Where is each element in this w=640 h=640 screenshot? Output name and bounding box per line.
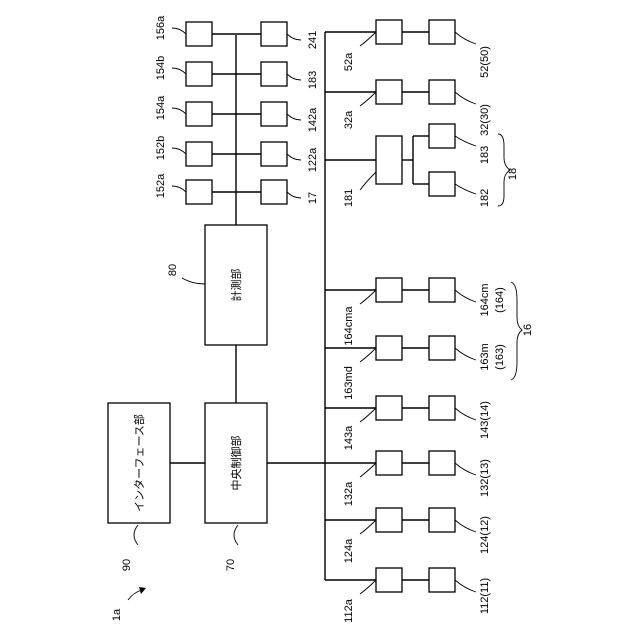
end-box-182: [429, 172, 455, 196]
label-154a: 154a: [155, 95, 167, 120]
label-80: 80: [167, 264, 179, 276]
measure-box-156a: [186, 22, 212, 46]
interface-unit-label: インターフェース部: [132, 414, 146, 512]
chain-box-52a: [376, 20, 402, 44]
label-32a: 32a: [343, 110, 355, 129]
chain-connectors: [402, 32, 429, 580]
label-156a: 156a: [155, 15, 167, 40]
end-box-164cm: [429, 278, 455, 302]
label-112-11: 112(11): [479, 578, 491, 614]
measure-boxes-right: [261, 22, 287, 204]
label-163: (163): [494, 344, 506, 370]
end-box-163m: [429, 336, 455, 360]
end-box-132: [429, 451, 455, 475]
measure-box-154a: [186, 102, 212, 126]
measure-box-17: [261, 180, 287, 204]
measure-box-152a: [186, 180, 212, 204]
central-control-unit-label: 中央制御部: [229, 436, 243, 491]
label-52-50: 52(50): [479, 46, 491, 78]
label-90: 90: [121, 559, 133, 571]
label-241: 241: [307, 31, 319, 49]
label-183: 183: [479, 146, 491, 164]
label-132a: 132a: [343, 481, 355, 506]
arrow-1a-head: [139, 587, 146, 594]
end-box-143: [429, 396, 455, 420]
measure-box-154b: [186, 62, 212, 86]
leader-90: [134, 525, 138, 545]
chain-box-124a: [376, 508, 402, 532]
label-163md: 163md: [343, 366, 355, 400]
chain-box-164cma: [376, 278, 402, 302]
end-box-183: [429, 124, 455, 148]
chain-box-163md: [376, 336, 402, 360]
end-box-32: [429, 80, 455, 104]
control-chain-boxes: [376, 20, 402, 592]
label-52a: 52a: [343, 52, 355, 71]
label-164cma: 164cma: [343, 306, 355, 346]
label-1a: 1a: [111, 608, 123, 621]
label-183-top: 183: [307, 71, 319, 89]
label-112a: 112a: [343, 598, 355, 623]
label-152b: 152b: [155, 136, 167, 160]
measure-box-183: [261, 62, 287, 86]
label-122a: 122a: [307, 147, 319, 172]
end-box-52: [429, 20, 455, 44]
leader-70: [234, 525, 238, 545]
measure-box-122a: [261, 142, 287, 166]
label-142a: 142a: [307, 107, 319, 132]
measure-box-152b: [186, 142, 212, 166]
label-181: 181: [343, 189, 355, 207]
chain-box-132a: [376, 451, 402, 475]
leader-80: [182, 278, 205, 284]
label-32-30: 32(30): [479, 104, 491, 136]
label-132-13: 132(13): [479, 459, 491, 497]
end-box-124: [429, 508, 455, 532]
measure-box-142a: [261, 102, 287, 126]
label-152a: 152a: [155, 173, 167, 198]
label-group-18: 18: [507, 168, 519, 180]
label-group-16: 16: [522, 324, 534, 336]
chain-box-181: [376, 136, 402, 184]
label-143-14: 143(14): [479, 401, 491, 439]
control-end-boxes: [429, 20, 455, 592]
measure-boxes-left: [186, 22, 212, 204]
label-163m: 163m: [479, 343, 491, 371]
chain-box-112a: [376, 568, 402, 592]
chain-box-143a: [376, 396, 402, 420]
measurement-unit-label: 計測部: [229, 269, 243, 302]
group-16-brace: [511, 282, 522, 380]
label-154b: 154b: [155, 56, 167, 80]
end-leaders: [455, 32, 476, 592]
label-124-12: 124(12): [479, 516, 491, 554]
label-70: 70: [225, 559, 237, 571]
label-143a: 143a: [343, 425, 355, 450]
label-17: 17: [307, 192, 319, 204]
label-124a: 124a: [343, 538, 355, 563]
end-box-112: [429, 568, 455, 592]
label-164: (164): [494, 287, 506, 313]
label-164cm: 164cm: [479, 283, 491, 316]
arrow-1a-shaft: [128, 590, 142, 600]
chain-box-32a: [376, 80, 402, 104]
measure-box-241: [261, 22, 287, 46]
label-182: 182: [479, 189, 491, 207]
chain-leaders: [360, 32, 376, 594]
